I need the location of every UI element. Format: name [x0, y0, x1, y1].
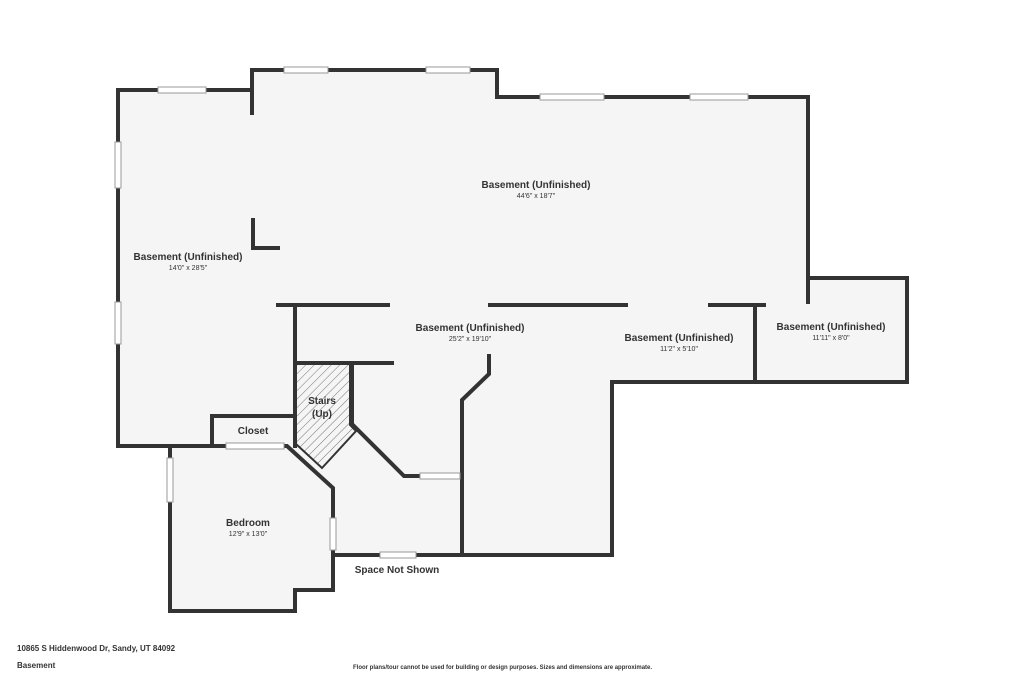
- bedroom-dims: 12'9" x 13'0": [229, 531, 268, 538]
- bedroom-label: Bedroom: [226, 518, 270, 529]
- stairs-label: Stairs: [308, 396, 336, 407]
- walls: [116, 68, 909, 613]
- space-not-shown-label: Space Not Shown: [355, 565, 439, 576]
- property-address: 10865 S Hiddenwood Dr, Sandy, UT 84092: [17, 644, 176, 653]
- west-basement-dims: 14'0" x 28'5": [169, 265, 208, 272]
- east-basement-label: Basement (Unfinished): [625, 333, 734, 344]
- far-east-basement-dims: 11'11" x 8'0": [812, 335, 850, 342]
- west-basement-label: Basement (Unfinished): [134, 252, 243, 263]
- floor-level-label: Basement: [17, 661, 56, 670]
- disclaimer-text: Floor plans/tour cannot be used for buil…: [353, 665, 653, 671]
- floor-area: [118, 70, 907, 611]
- main-basement-dims: 44'6" x 18'7": [517, 193, 556, 200]
- closet-label: Closet: [238, 426, 269, 437]
- far-east-basement-label: Basement (Unfinished): [777, 322, 886, 333]
- center-basement-dims: 25'2" x 19'10": [449, 336, 492, 343]
- main-basement-label: Basement (Unfinished): [482, 180, 591, 191]
- east-basement-dims: 11'2" x 5'10": [660, 346, 698, 353]
- stairs-direction-label: (Up): [312, 409, 332, 420]
- windows: [114, 66, 749, 559]
- center-basement-label: Basement (Unfinished): [416, 323, 525, 334]
